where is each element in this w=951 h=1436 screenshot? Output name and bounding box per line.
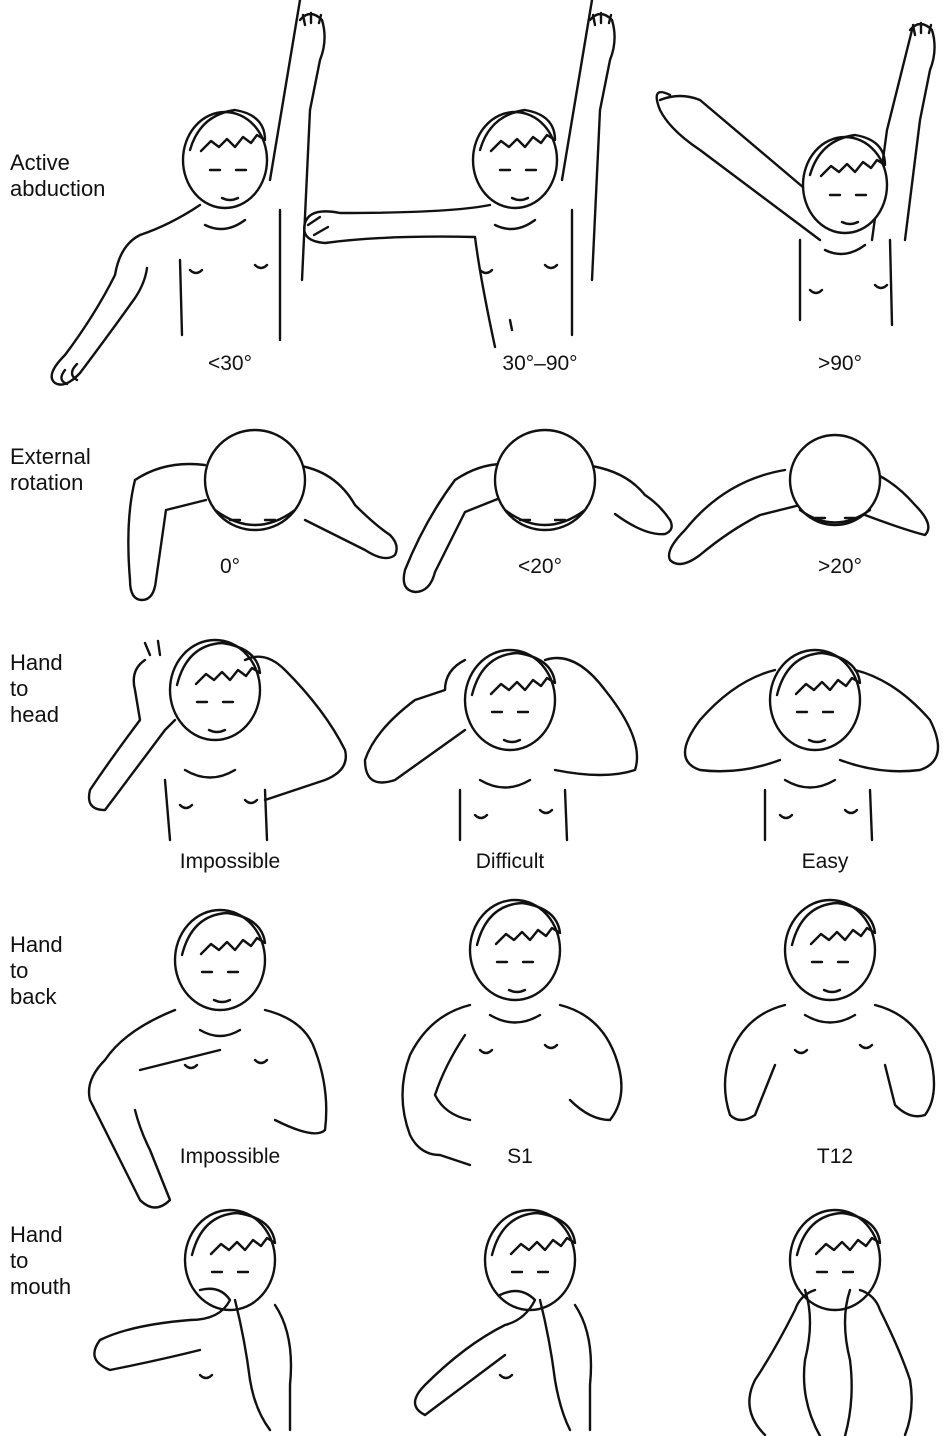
row-label-line: mouth <box>10 1274 71 1300</box>
child-figure-back-2 <box>395 890 635 1170</box>
child-figure-mouth-2 <box>400 1205 620 1436</box>
caption-back-t12: T12 <box>755 1145 915 1169</box>
row-label-hand-to-head: Hand to head <box>10 650 63 728</box>
child-figure-abduction-3 <box>640 0 940 340</box>
row-label-hand-to-mouth: Hand to mouth <box>10 1222 71 1300</box>
row-label-line: back <box>10 984 63 1010</box>
row-label-line: Hand <box>10 650 63 676</box>
child-figure-mouth-3 <box>720 1205 930 1436</box>
row-label-line: to <box>10 958 63 984</box>
caption-rotation-over-20: >20° <box>760 555 920 579</box>
row-label-hand-to-back: Hand to back <box>10 932 63 1010</box>
caption-abduction-less-30: <30° <box>150 352 310 376</box>
row-label-line: head <box>10 702 63 728</box>
child-figure-head-1 <box>85 630 360 840</box>
caption-abduction-30-90: 30°–90° <box>460 352 620 376</box>
row-label-line: to <box>10 1248 71 1274</box>
caption-head-easy: Easy <box>745 850 905 874</box>
row-label-external-rotation: External rotation <box>10 444 91 496</box>
row-label-line: Hand <box>10 1222 71 1248</box>
child-figure-head-3 <box>680 630 945 840</box>
caption-head-difficult: Difficult <box>430 850 590 874</box>
child-figure-mouth-1 <box>90 1205 310 1436</box>
row-label-line: External <box>10 444 91 470</box>
child-figure-back-3 <box>715 890 945 1150</box>
child-figure-abduction-2 <box>300 0 640 340</box>
child-figure-rotation-1 <box>115 420 405 610</box>
child-figure-abduction-1 <box>30 0 320 400</box>
caption-back-impossible: Impossible <box>150 1145 310 1169</box>
caption-back-s1: S1 <box>440 1145 600 1169</box>
caption-head-impossible: Impossible <box>150 850 310 874</box>
row-label-line: to <box>10 676 63 702</box>
caption-abduction-over-90: >90° <box>760 352 920 376</box>
caption-rotation-0: 0° <box>150 555 310 579</box>
row-label-line: rotation <box>10 470 91 496</box>
caption-rotation-less-20: <20° <box>460 555 620 579</box>
row-label-line: Hand <box>10 932 63 958</box>
child-figure-head-2 <box>360 630 650 840</box>
